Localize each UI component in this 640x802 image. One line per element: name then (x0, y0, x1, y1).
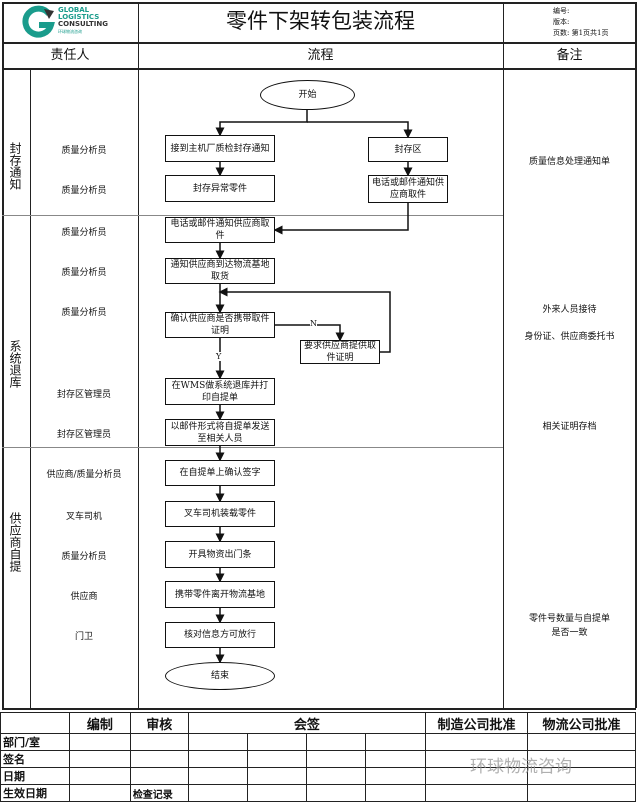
divider (2, 68, 636, 70)
header-countersign: 会签 (187, 712, 427, 734)
step-email-slip: 以邮件形式将自提单发送至相关人员 (165, 419, 275, 446)
row-label-sign: 签名 (0, 750, 70, 768)
step-seal-parts: 封存异常零件 (165, 175, 275, 202)
role: 封存区管理员 (56, 390, 111, 400)
divider (635, 2, 637, 708)
logo-g-icon (22, 5, 55, 38)
decision-check-proof: 确认供应商是否携带取件证明 (165, 312, 275, 338)
divider (138, 2, 139, 708)
role: 质量分析员 (61, 552, 107, 562)
role: 供应商/质量分析员 (46, 470, 122, 480)
step-wms-return: 在WMS做系统退库并打印自提单 (165, 378, 275, 405)
role: 封存区管理员 (56, 430, 111, 440)
yes-label: Y (216, 352, 222, 361)
logo-text: CONSULTING (58, 20, 108, 28)
header-prepared: 编制 (68, 712, 131, 734)
role: 供应商 (70, 592, 98, 602)
note: 外来人员接待 (542, 305, 597, 315)
role: 质量分析员 (61, 146, 107, 156)
divider (2, 708, 636, 710)
divider (2, 447, 503, 448)
row-label-date: 日期 (0, 767, 70, 785)
column-header-notes: 备注 (556, 48, 583, 63)
step-request-proof: 要求供应商提供取件证明 (300, 340, 380, 364)
lane-seal-notice: 封存通知 (8, 142, 22, 190)
step-leave-base: 携带零件离开物流基地 (165, 581, 275, 608)
role: 质量分析员 (61, 228, 107, 238)
logo-text: LOGISTICS (58, 13, 100, 21)
step-sign-slip: 在自提单上确认签字 (165, 460, 275, 486)
row-label-effective-date: 生效日期 (0, 784, 70, 802)
step-notify-supplier: 电话或邮件通知供应商取件 (165, 217, 275, 243)
signoff-table: 编制审核会签制造公司批准物流公司批准 部门/室 签名 日期 生效日期 检查记录 (0, 712, 636, 802)
role: 质量分析员 (61, 308, 107, 318)
step-verify-release: 核对信息方可放行 (165, 622, 275, 648)
logo: GLOBAL LOGISTICS CONSULTING 环球物流咨询 (22, 5, 132, 39)
column-header-responsible: 责任人 (50, 48, 90, 63)
divider (30, 68, 31, 708)
divider (2, 2, 4, 708)
divider (2, 215, 503, 216)
note: 身份证、供应商委托书 (524, 332, 615, 342)
role: 门卫 (74, 632, 93, 642)
step-exit-pass: 开具物资出门条 (165, 541, 275, 568)
step-forklift-load: 叉车司机装载零件 (165, 501, 275, 527)
step-notify-supplier-right: 电话或邮件通知供应商取件 (368, 175, 448, 203)
logo-subtext: 环球物流咨询 (58, 29, 82, 34)
check-record-label: 检查记录 (129, 784, 189, 802)
flow-connectors (215, 110, 413, 664)
frame (2, 2, 636, 4)
note: 零件号数量与自提单是否一致 (528, 614, 610, 638)
divider (2, 42, 636, 44)
start-node: 开始 (260, 80, 355, 110)
step-notify-arrival: 通知供应商到达物流基地取货 (165, 258, 275, 284)
lane-supplier-pickup: 供应商自提 (8, 512, 22, 572)
watermark: 环球物流咨询 (470, 757, 572, 777)
role: 叉车司机 (65, 512, 102, 522)
column-header-flow: 流程 (307, 48, 334, 63)
role: 质量分析员 (61, 186, 107, 196)
header-logistics-approval: 物流公司批准 (527, 712, 636, 734)
lane-system-return: 系统退库 (8, 340, 22, 388)
header-mfg-approval: 制造公司批准 (425, 712, 529, 734)
step-seal-area: 封存区 (368, 137, 448, 162)
no-label: N (310, 319, 317, 328)
end-node: 结束 (165, 662, 275, 690)
doc-version: 版本: (553, 18, 570, 26)
step-receive-seal-notice: 接到主机厂质检封存通知 (165, 135, 275, 162)
doc-number: 编号: (553, 7, 570, 15)
note: 质量信息处理通知单 (528, 157, 610, 167)
role: 质量分析员 (61, 268, 107, 278)
row-label-dept: 部门/室 (0, 733, 70, 751)
header-reviewed: 审核 (129, 712, 189, 734)
page-title: 零件下架转包装流程 (226, 9, 415, 33)
logo-text: GLOBAL (58, 6, 90, 14)
doc-pages: 页数: 第1页共1页 (553, 29, 609, 37)
note: 相关证明存档 (542, 422, 597, 432)
divider (503, 2, 504, 708)
